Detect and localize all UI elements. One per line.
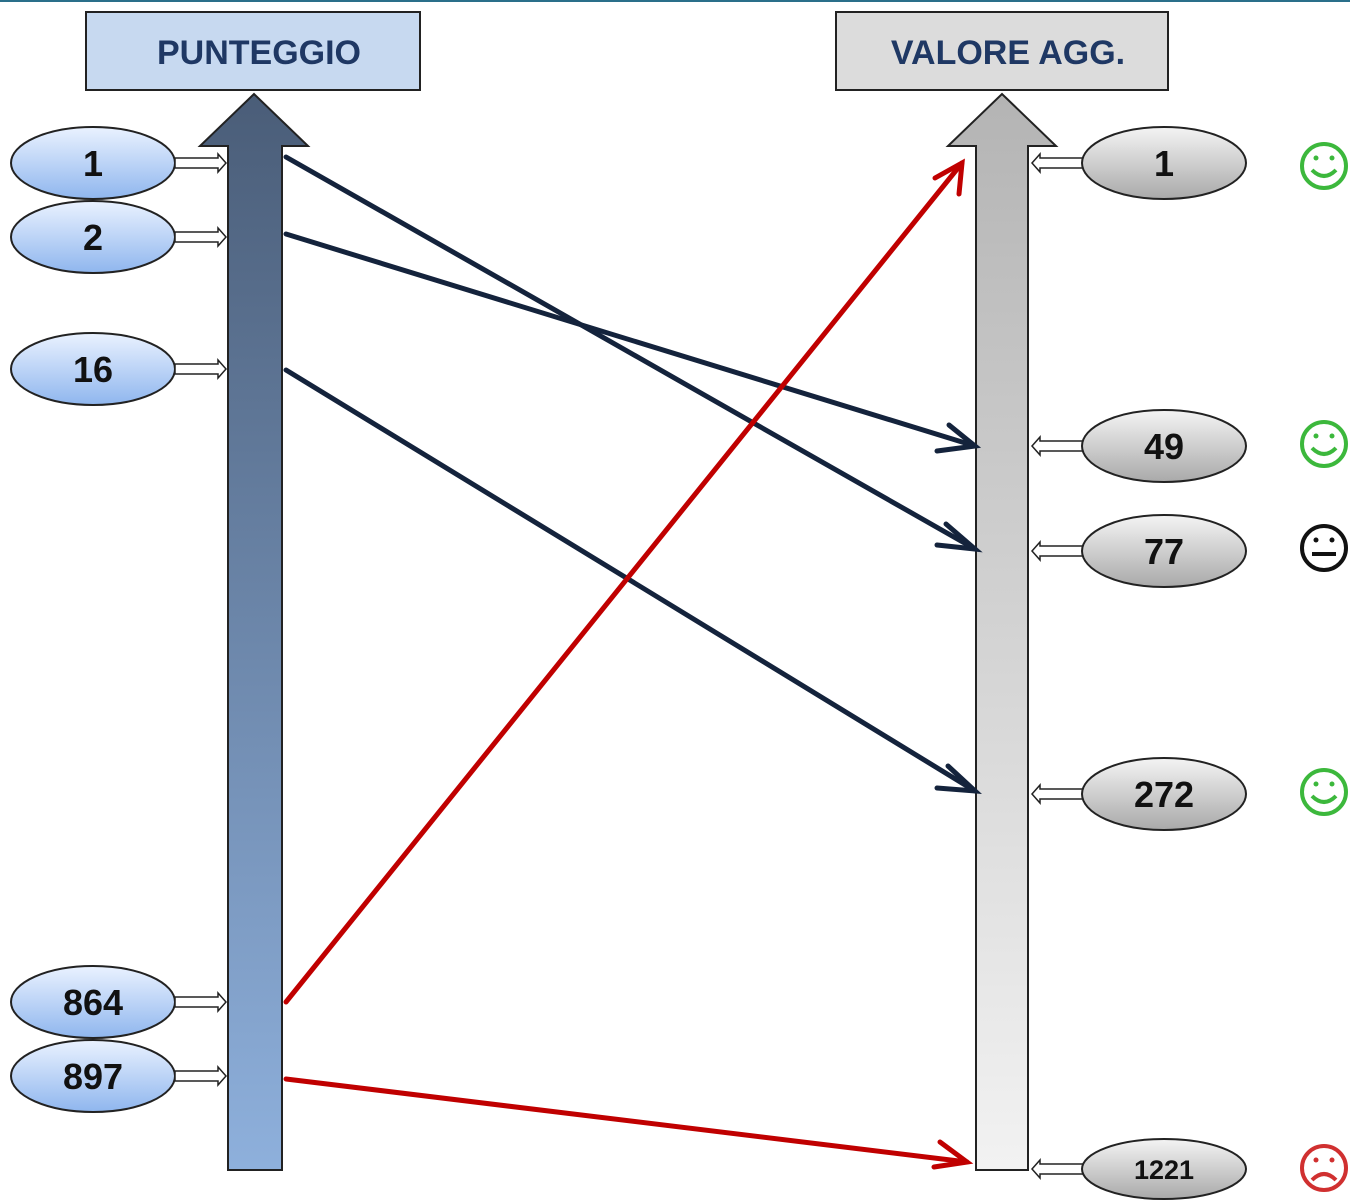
left-node-label: 897 [63, 1056, 123, 1097]
top-border-line [0, 0, 1350, 2]
right-node: 1221 [1030, 1138, 1247, 1200]
right-node-label: 272 [1134, 774, 1194, 815]
left-header-label: PUNTEGGIO [157, 34, 361, 72]
left-node-label: 864 [63, 982, 123, 1023]
left-pointer-arrow [174, 152, 228, 174]
left-node-label: 2 [83, 217, 103, 258]
happy-face-icon [1300, 768, 1348, 816]
link-16-to-272 [283, 367, 982, 795]
right-node: 77 [1030, 514, 1247, 588]
left-node: 897 [10, 1039, 228, 1113]
right-node-label: 1 [1154, 143, 1174, 184]
left-pointer-arrow [174, 1065, 228, 1087]
link-897-to-1221 [283, 1076, 974, 1170]
left-pointer-arrow [174, 358, 228, 380]
left-node: 864 [10, 965, 228, 1039]
right-pointer-arrow [1030, 540, 1085, 562]
left-node: 2 [10, 200, 228, 274]
left-node-label: 1 [83, 143, 103, 184]
link-2-to-49 [283, 231, 982, 454]
right-pointer-arrow [1030, 783, 1085, 805]
link-864-to-1 [283, 158, 965, 1005]
right-node-label: 49 [1144, 426, 1184, 467]
right-axis-arrow [945, 92, 1059, 1171]
left-axis-arrow [197, 92, 311, 1171]
left-node: 1 [10, 126, 228, 200]
right-node-label: 1221 [1134, 1155, 1194, 1185]
right-node: 272 [1030, 757, 1247, 831]
left-pointer-arrow [174, 226, 228, 248]
right-node-label: 77 [1144, 531, 1184, 572]
link-1-to-77 [283, 154, 983, 553]
right-node: 1 [1030, 126, 1247, 200]
left-pointer-arrow [174, 991, 228, 1013]
left-node: 16 [10, 332, 228, 406]
sad-face-icon [1300, 1144, 1348, 1192]
right-pointer-arrow [1030, 152, 1085, 174]
right-pointer-arrow [1030, 1158, 1085, 1180]
right-header-label: VALORE AGG. [891, 34, 1125, 72]
happy-face-icon [1300, 420, 1348, 468]
neutral-face-icon [1300, 524, 1348, 572]
left-node-label: 16 [73, 349, 113, 390]
right-node: 49 [1030, 409, 1247, 483]
happy-face-icon [1300, 142, 1348, 190]
right-header: VALORE AGG. [835, 11, 1169, 91]
right-pointer-arrow [1030, 435, 1085, 457]
left-header: PUNTEGGIO [85, 11, 421, 91]
